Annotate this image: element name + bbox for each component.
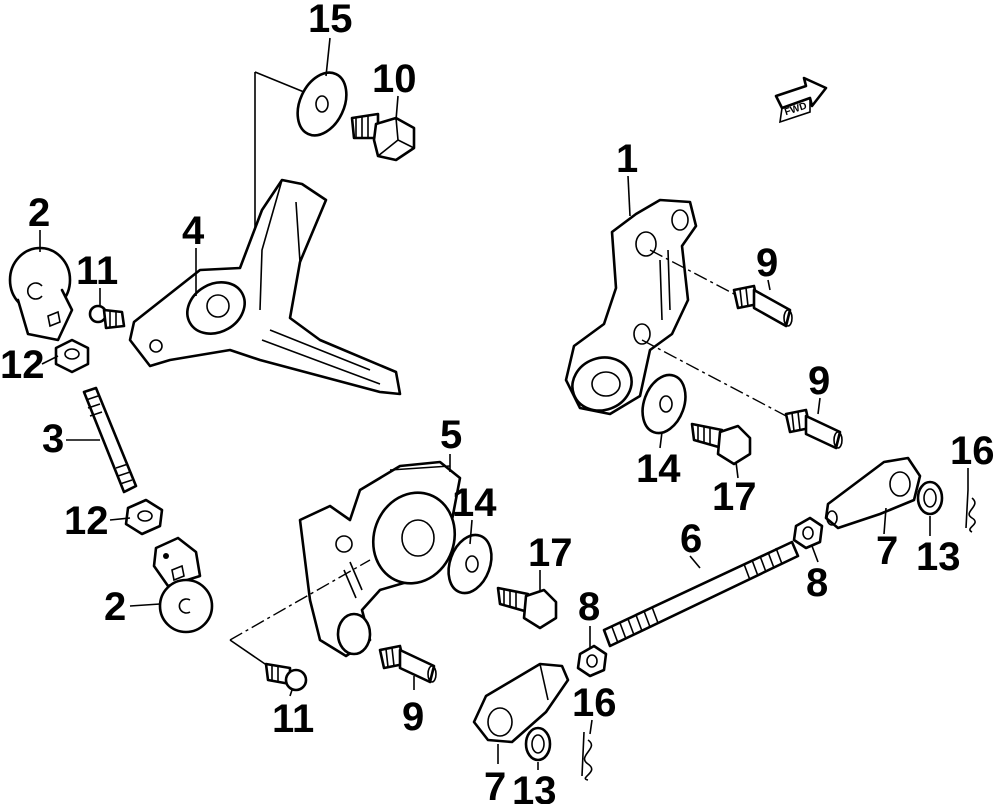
callout-14-upper: 14 <box>636 447 681 491</box>
callout-9-middle: 9 <box>808 359 830 403</box>
rod-end-7-upper <box>824 456 922 530</box>
rod-end-7-lower <box>472 662 570 744</box>
ball-joint-2-lower <box>152 536 214 634</box>
callout-17-lower: 17 <box>528 531 573 575</box>
clip-16-lower <box>581 731 593 781</box>
fwd-arrow-icon: FWD <box>774 76 828 124</box>
threaded-link-rod-6 <box>602 540 800 648</box>
nut-12-upper <box>54 338 90 374</box>
callout-5: 5 <box>440 413 462 457</box>
callout-12-lower: 12 <box>64 499 109 543</box>
washer-13-upper <box>916 480 944 516</box>
callout-9-lower: 9 <box>402 695 424 739</box>
callout-8-lower: 8 <box>578 585 600 629</box>
callout-7-lower: 7 <box>484 765 506 804</box>
bolt-17-upper <box>690 422 752 466</box>
pin-9-upper <box>732 284 793 328</box>
pin-9-lower <box>378 644 437 684</box>
threaded-rod-3 <box>82 386 138 494</box>
callout-4: 4 <box>182 209 205 253</box>
nut-8-upper <box>792 516 824 550</box>
callout-16-upper: 16 <box>950 429 994 473</box>
callout-11-upper: 11 <box>76 249 118 293</box>
callout-7-upper: 7 <box>876 529 898 573</box>
callout-12-upper: 12 <box>0 343 45 387</box>
callout-14-lower: 14 <box>452 481 497 525</box>
cam-plate-5 <box>298 460 462 658</box>
callout-16-lower: 16 <box>572 681 617 725</box>
callout-11-lower: 11 <box>272 697 314 741</box>
pin-9-middle <box>784 408 843 450</box>
washer-14-lower <box>447 533 493 595</box>
callout-2-lower: 2 <box>104 585 126 629</box>
nut-12-lower <box>124 498 164 536</box>
ball-joint-2-upper <box>8 246 74 342</box>
callout-3: 3 <box>42 417 64 461</box>
bolt-10 <box>350 112 416 162</box>
callout-1: 1 <box>616 137 638 181</box>
callout-13-upper: 13 <box>916 535 961 579</box>
bolt-17-lower <box>496 586 558 630</box>
lever-arm-1 <box>564 198 698 416</box>
bracket-4 <box>128 178 402 396</box>
callout-8-upper: 8 <box>806 561 828 605</box>
ball-stud-11-lower <box>264 662 308 692</box>
callout-15: 15 <box>308 0 353 41</box>
callout-13-lower: 13 <box>512 769 557 804</box>
washer-13-lower <box>524 726 552 762</box>
washer-15 <box>296 71 348 137</box>
clip-16-upper <box>965 489 976 533</box>
callout-9-upper: 9 <box>756 241 778 285</box>
leader-lines <box>39 37 969 770</box>
callout-10: 10 <box>372 57 417 101</box>
callout-6: 6 <box>680 517 702 561</box>
ball-stud-11-upper <box>88 304 126 330</box>
nut-8-lower <box>576 644 608 678</box>
washer-14-upper <box>641 373 687 435</box>
callout-17-upper: 17 <box>712 475 757 519</box>
callout-2-upper: 2 <box>28 191 50 235</box>
